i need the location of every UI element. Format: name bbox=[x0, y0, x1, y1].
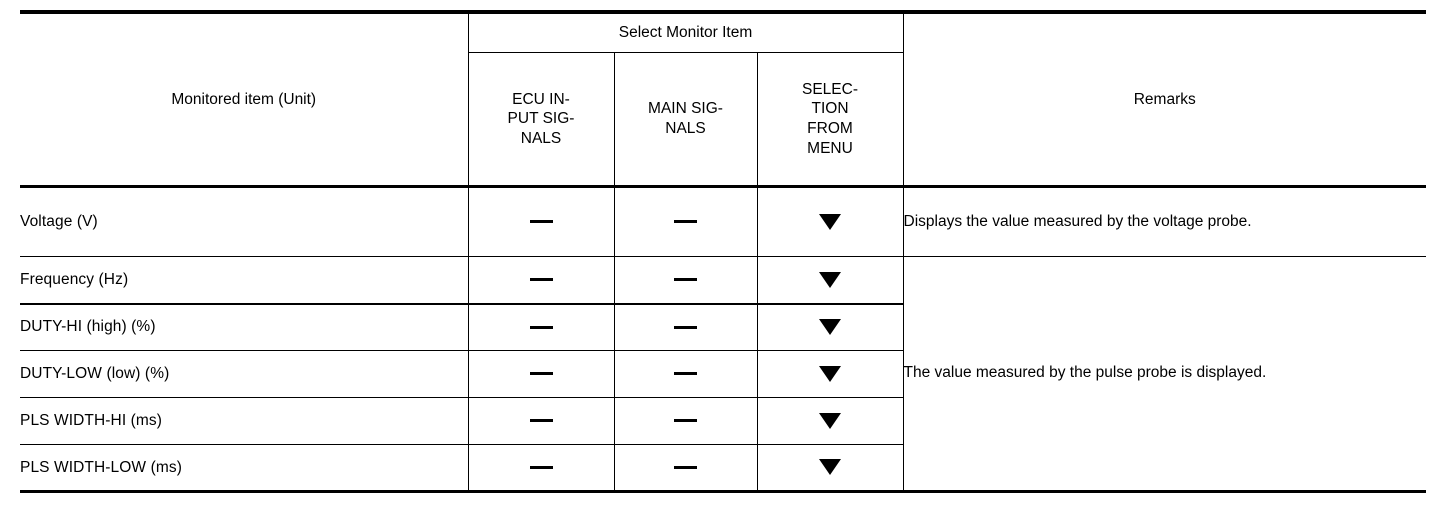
row-label-voltage: Voltage (V) bbox=[20, 186, 468, 257]
table-row: PLS WIDTH-HI (ms) bbox=[20, 397, 1426, 445]
dash-icon bbox=[674, 220, 697, 224]
cell-ecu-input-pls-width-hi bbox=[467, 397, 615, 445]
table-body: Voltage (V) Displays the value measured … bbox=[20, 186, 1426, 493]
header-monitored-item: Monitored item (Unit) bbox=[20, 10, 468, 188]
cell-ecu-input-frequency bbox=[467, 256, 615, 305]
dash-icon bbox=[674, 325, 697, 329]
cell-ecu-input-duty-low bbox=[467, 350, 615, 398]
remarks-pulse-probe: The value measured by the pulse probe is… bbox=[903, 256, 1426, 493]
table-sheet: Monitored item (Unit) Select Monitor Ite… bbox=[20, 10, 1426, 493]
table-row: DUTY-LOW (low) (%) bbox=[20, 350, 1426, 398]
dash-icon bbox=[674, 419, 697, 423]
cell-main-signals-pls-width-low bbox=[614, 444, 758, 493]
row-label-duty-hi: DUTY-HI (high) (%) bbox=[20, 303, 468, 351]
dash-icon bbox=[529, 465, 553, 469]
cell-main-signals-voltage bbox=[614, 186, 758, 257]
header-select-monitor-item: Select Monitor Item bbox=[467, 10, 904, 53]
row-label-pls-width-hi: PLS WIDTH-HI (ms) bbox=[20, 397, 468, 445]
cell-ecu-input-duty-hi bbox=[467, 303, 615, 351]
header-selection-from-menu: SELEC- TION FROM MENU bbox=[757, 52, 904, 188]
header-row-group: Monitored item (Unit) Select Monitor Ite… bbox=[20, 10, 1426, 188]
monitor-item-table: Monitored item (Unit) Select Monitor Ite… bbox=[20, 10, 1426, 493]
cell-selection-menu-pls-width-low bbox=[757, 444, 904, 493]
dash-icon bbox=[529, 220, 553, 224]
cell-ecu-input-voltage bbox=[467, 186, 615, 257]
dash-icon bbox=[674, 372, 697, 376]
cell-main-signals-duty-low bbox=[614, 350, 758, 398]
header-remarks: Remarks bbox=[903, 10, 1426, 188]
dash-icon bbox=[674, 465, 697, 469]
cell-selection-menu-pls-width-hi bbox=[757, 397, 904, 445]
triangle-down-icon bbox=[819, 271, 841, 288]
cell-main-signals-duty-hi bbox=[614, 303, 758, 351]
dash-icon bbox=[529, 419, 553, 423]
triangle-down-icon bbox=[819, 319, 841, 336]
dash-icon bbox=[674, 278, 697, 282]
cell-ecu-input-pls-width-low bbox=[467, 444, 615, 493]
triangle-down-icon bbox=[819, 365, 841, 382]
table-row: DUTY-HI (high) (%) bbox=[20, 303, 1426, 351]
header-main-signals: MAIN SIG- NALS bbox=[614, 52, 758, 188]
cell-selection-menu-voltage bbox=[757, 186, 904, 257]
cell-main-signals-pls-width-hi bbox=[614, 397, 758, 445]
header-ecu-input-signals: ECU IN- PUT SIG- NALS bbox=[467, 52, 615, 188]
row-label-duty-low: DUTY-LOW (low) (%) bbox=[20, 350, 468, 398]
table-row: Voltage (V) Displays the value measured … bbox=[20, 186, 1426, 257]
row-label-frequency: Frequency (Hz) bbox=[20, 256, 468, 305]
cell-selection-menu-duty-low bbox=[757, 350, 904, 398]
cell-selection-menu-duty-hi bbox=[757, 303, 904, 351]
dash-icon bbox=[529, 278, 553, 282]
cell-main-signals-frequency bbox=[614, 256, 758, 305]
dash-icon bbox=[529, 372, 553, 376]
row-label-pls-width-low: PLS WIDTH-LOW (ms) bbox=[20, 444, 468, 493]
table-row: Frequency (Hz) The value measured by the… bbox=[20, 256, 1426, 493]
triangle-down-icon bbox=[819, 459, 841, 476]
header-row-sub: ECU IN- PUT SIG- NALS MAIN SIG- NALS SEL… bbox=[20, 52, 1426, 188]
triangle-down-icon bbox=[819, 213, 841, 230]
table-header: Monitored item (Unit) Select Monitor Ite… bbox=[20, 10, 1426, 188]
cell-selection-menu-frequency bbox=[757, 256, 904, 305]
remarks-voltage: Displays the value measured by the volta… bbox=[903, 186, 1426, 257]
table-row: PLS WIDTH-LOW (ms) bbox=[20, 444, 1426, 493]
triangle-down-icon bbox=[819, 412, 841, 429]
dash-icon bbox=[529, 325, 553, 329]
